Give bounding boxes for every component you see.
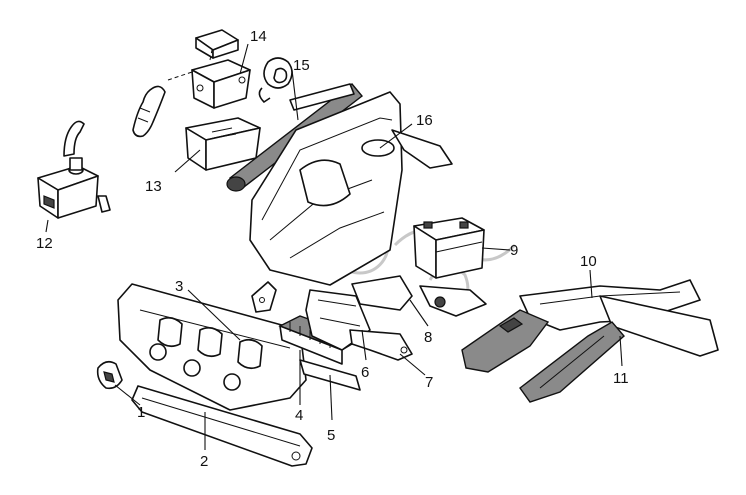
- callout-13: 13: [145, 178, 162, 195]
- callout-9: 9: [510, 242, 518, 259]
- front-rail-section: [461, 309, 550, 373]
- part-8-battery-tray: [351, 275, 487, 317]
- part-3-front-carrier: [117, 283, 307, 411]
- callout-labels: 1 2 3 4 5 6 7 8 9 10 11 12 13 14 15 16: [36, 28, 629, 470]
- callout-6: 6: [361, 364, 369, 381]
- callout-8: 8: [424, 329, 432, 346]
- part-15-duct: [258, 57, 293, 103]
- callout-7: 7: [425, 374, 433, 391]
- part-10-side-rail: [519, 279, 719, 357]
- part-2-lower-crossmember: [131, 385, 313, 467]
- leader-lines: [45, 43, 623, 450]
- callout-4: 4: [295, 407, 303, 424]
- intake-hose: [132, 85, 166, 138]
- part-7-bracket: [349, 329, 413, 361]
- part-12-reservoir: [37, 120, 111, 219]
- callout-5: 5: [327, 427, 335, 444]
- part-16-bulkhead: [249, 91, 453, 286]
- callout-3: 3: [175, 278, 183, 295]
- callout-15: 15: [293, 57, 310, 74]
- callout-12: 12: [36, 235, 53, 252]
- part-13-tray: [185, 117, 261, 171]
- part-1-bracket: [96, 360, 123, 390]
- part-9-battery: [413, 217, 485, 279]
- callout-10: 10: [580, 253, 597, 270]
- part-11-lower-rail: [519, 321, 625, 403]
- callout-14: 14: [250, 28, 267, 45]
- callout-11: 11: [613, 370, 629, 387]
- small-bracket: [251, 281, 277, 313]
- callout-2: 2: [200, 453, 208, 470]
- part-14-filter-housing: [167, 29, 251, 109]
- callout-1: 1: [137, 404, 145, 421]
- callout-16: 16: [416, 112, 433, 129]
